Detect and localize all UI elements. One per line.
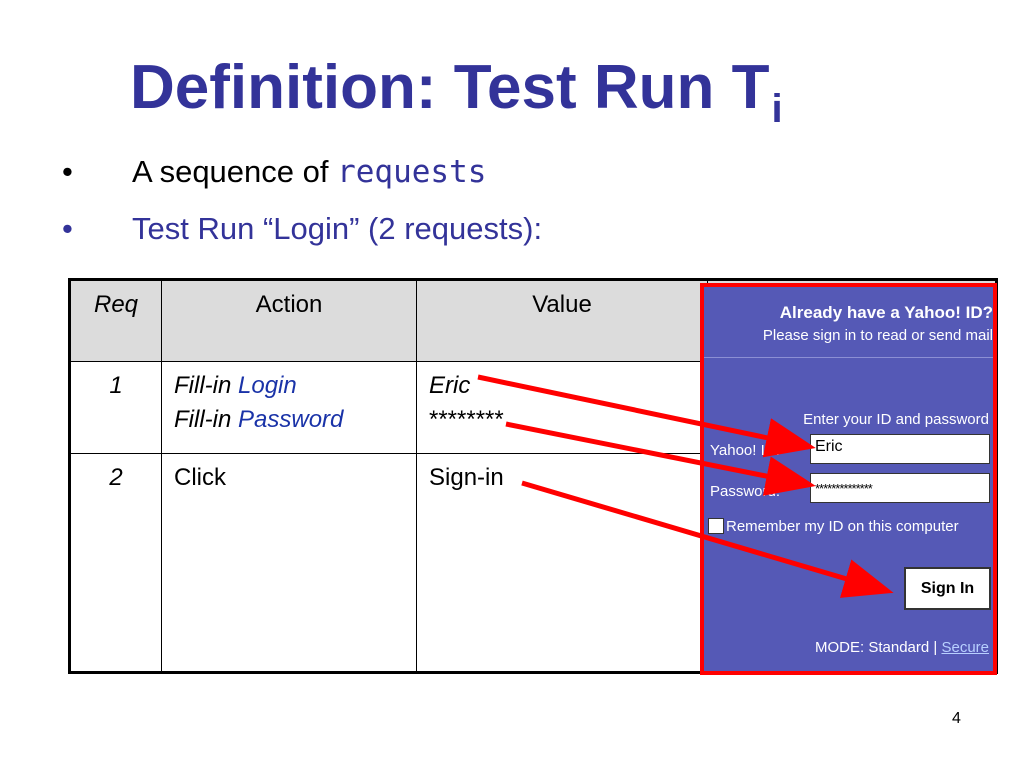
row-2-action: Click (161, 453, 417, 673)
row-1-value-line-1: Eric (429, 372, 471, 399)
sign-in-button[interactable]: Sign In (904, 567, 991, 610)
row-1-action-line-2: Fill-in Password (174, 406, 404, 434)
slide-title: Definition: Test Run Ti (130, 52, 783, 131)
row-1-action-line-1: Fill-in Login (174, 372, 404, 400)
row-2-req: 2 (69, 453, 162, 673)
bullet-1-dot: • (62, 154, 73, 189)
secure-link[interactable]: Secure (941, 639, 989, 656)
bullet-2-text: Test Run “Login” (2 requests): (132, 211, 543, 246)
arrow-login (477, 374, 816, 458)
row-1-action-1-verb: Fill-in (174, 372, 238, 399)
page-number: 4 (952, 710, 961, 727)
slide-title-text: Definition: Test Run T (130, 53, 770, 122)
remember-checkbox[interactable] (708, 518, 724, 534)
row-1-action-2-target: Password (238, 406, 344, 433)
row-1-action: Fill-in Login Fill-in Password (161, 361, 417, 454)
yahoo-subheading: Please sign in to read or send mail (762, 327, 993, 344)
header-req: Req (69, 279, 162, 362)
yahoo-id-input[interactable]: Eric (810, 434, 990, 464)
enter-id-prompt: Enter your ID and password (803, 411, 989, 428)
password-label: Password: (710, 483, 781, 500)
yahoo-header: Already have a Yahoo! ID? Please sign in… (704, 287, 993, 358)
row-1-value-line-2: ******** (429, 406, 504, 433)
bullet-1-text-plain: A sequence of (132, 154, 338, 189)
row-1-action-2-verb: Fill-in (174, 406, 238, 433)
bullet-1-highlight: requests (337, 154, 487, 190)
bullet-2-dot: • (62, 211, 73, 246)
row-2-value: Sign-in (416, 453, 708, 673)
row-1-action-1-target: Login (238, 372, 297, 399)
remember-label: Remember my ID on this computer (726, 518, 959, 535)
bullet-1-text: A sequence of requests (132, 154, 486, 190)
header-action: Action (161, 279, 417, 362)
arrow-signin (521, 480, 894, 598)
mode-label: MODE: Standard | (815, 639, 942, 656)
yahoo-heading: Already have a Yahoo! ID? (779, 303, 993, 322)
slide-title-subscript: i (771, 87, 783, 131)
yahoo-id-label: Yahoo! ID: (710, 442, 780, 459)
mode-text: MODE: Standard | Secure (815, 639, 989, 656)
row-1-value: Eric ******** (416, 361, 708, 454)
arrow-password (505, 421, 816, 496)
